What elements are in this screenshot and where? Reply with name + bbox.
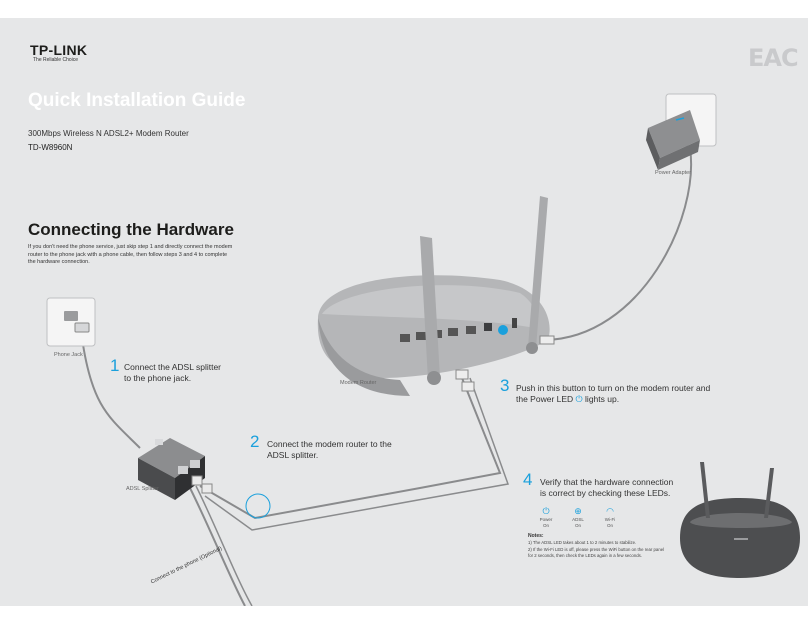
notes-title: Notes: bbox=[528, 533, 544, 539]
step-3-text: Push in this button to turn on the modem… bbox=[516, 383, 711, 404]
eac-mark: EAC bbox=[748, 44, 799, 72]
step-1-text: Connect the ADSL splitter to the phone j… bbox=[124, 362, 222, 383]
phone-jack bbox=[46, 297, 96, 347]
wifi-icon: ◠ bbox=[606, 506, 614, 516]
modem-router-label: Modem Router bbox=[340, 380, 377, 386]
adsl-splitter-label: ADSL Splitter bbox=[126, 486, 159, 492]
power-adapter-label: Power Adapter bbox=[655, 170, 692, 176]
note-1: 1) The ADSL LED takes about 1 to 2 minut… bbox=[528, 540, 637, 545]
router-front-illustration bbox=[680, 462, 800, 578]
model-number: TD-W8960N bbox=[28, 143, 73, 152]
brand-logo: TP-LINK bbox=[30, 42, 88, 58]
note-2: 2) If the Wi-Fi LED is off, please press… bbox=[528, 547, 665, 558]
step-4-number: 4 bbox=[523, 470, 533, 489]
power-adapter-illustration bbox=[646, 93, 717, 170]
step-2-number: 2 bbox=[250, 432, 260, 451]
guide-page: TP-LINK The Reliable Choice EAC Quick In… bbox=[0, 18, 808, 606]
step-1-number: 1 bbox=[110, 356, 120, 375]
led-power: ⏻ Power On bbox=[535, 506, 557, 529]
step-3-number: 3 bbox=[500, 376, 510, 395]
hardware-illustration bbox=[46, 93, 800, 606]
step-2-text: Connect the modem router to the ADSL spl… bbox=[267, 439, 392, 460]
brand-tagline: The Reliable Choice bbox=[33, 57, 79, 63]
modem-router-illustration bbox=[317, 196, 555, 396]
power-icon: ⏻ bbox=[575, 394, 583, 404]
phone-jack-label: Phone Jack bbox=[54, 352, 83, 358]
product-name: 300Mbps Wireless N ADSL2+ Modem Router bbox=[28, 129, 189, 138]
section-title: Connecting the Hardware bbox=[28, 220, 234, 239]
led-wifi: ◠ Wi-Fi On bbox=[599, 506, 621, 529]
adsl-splitter bbox=[138, 438, 213, 500]
adsl-icon: ⊕ bbox=[574, 506, 582, 516]
step-4-text: Verify that the hardware connection is c… bbox=[540, 477, 674, 498]
power-icon: ⏻ bbox=[542, 506, 550, 516]
section-intro: If you don't need the phone service, jus… bbox=[28, 244, 233, 265]
page-title: Quick Installation Guide bbox=[28, 90, 246, 111]
led-adsl: ⊕ ADSL On bbox=[567, 506, 589, 529]
